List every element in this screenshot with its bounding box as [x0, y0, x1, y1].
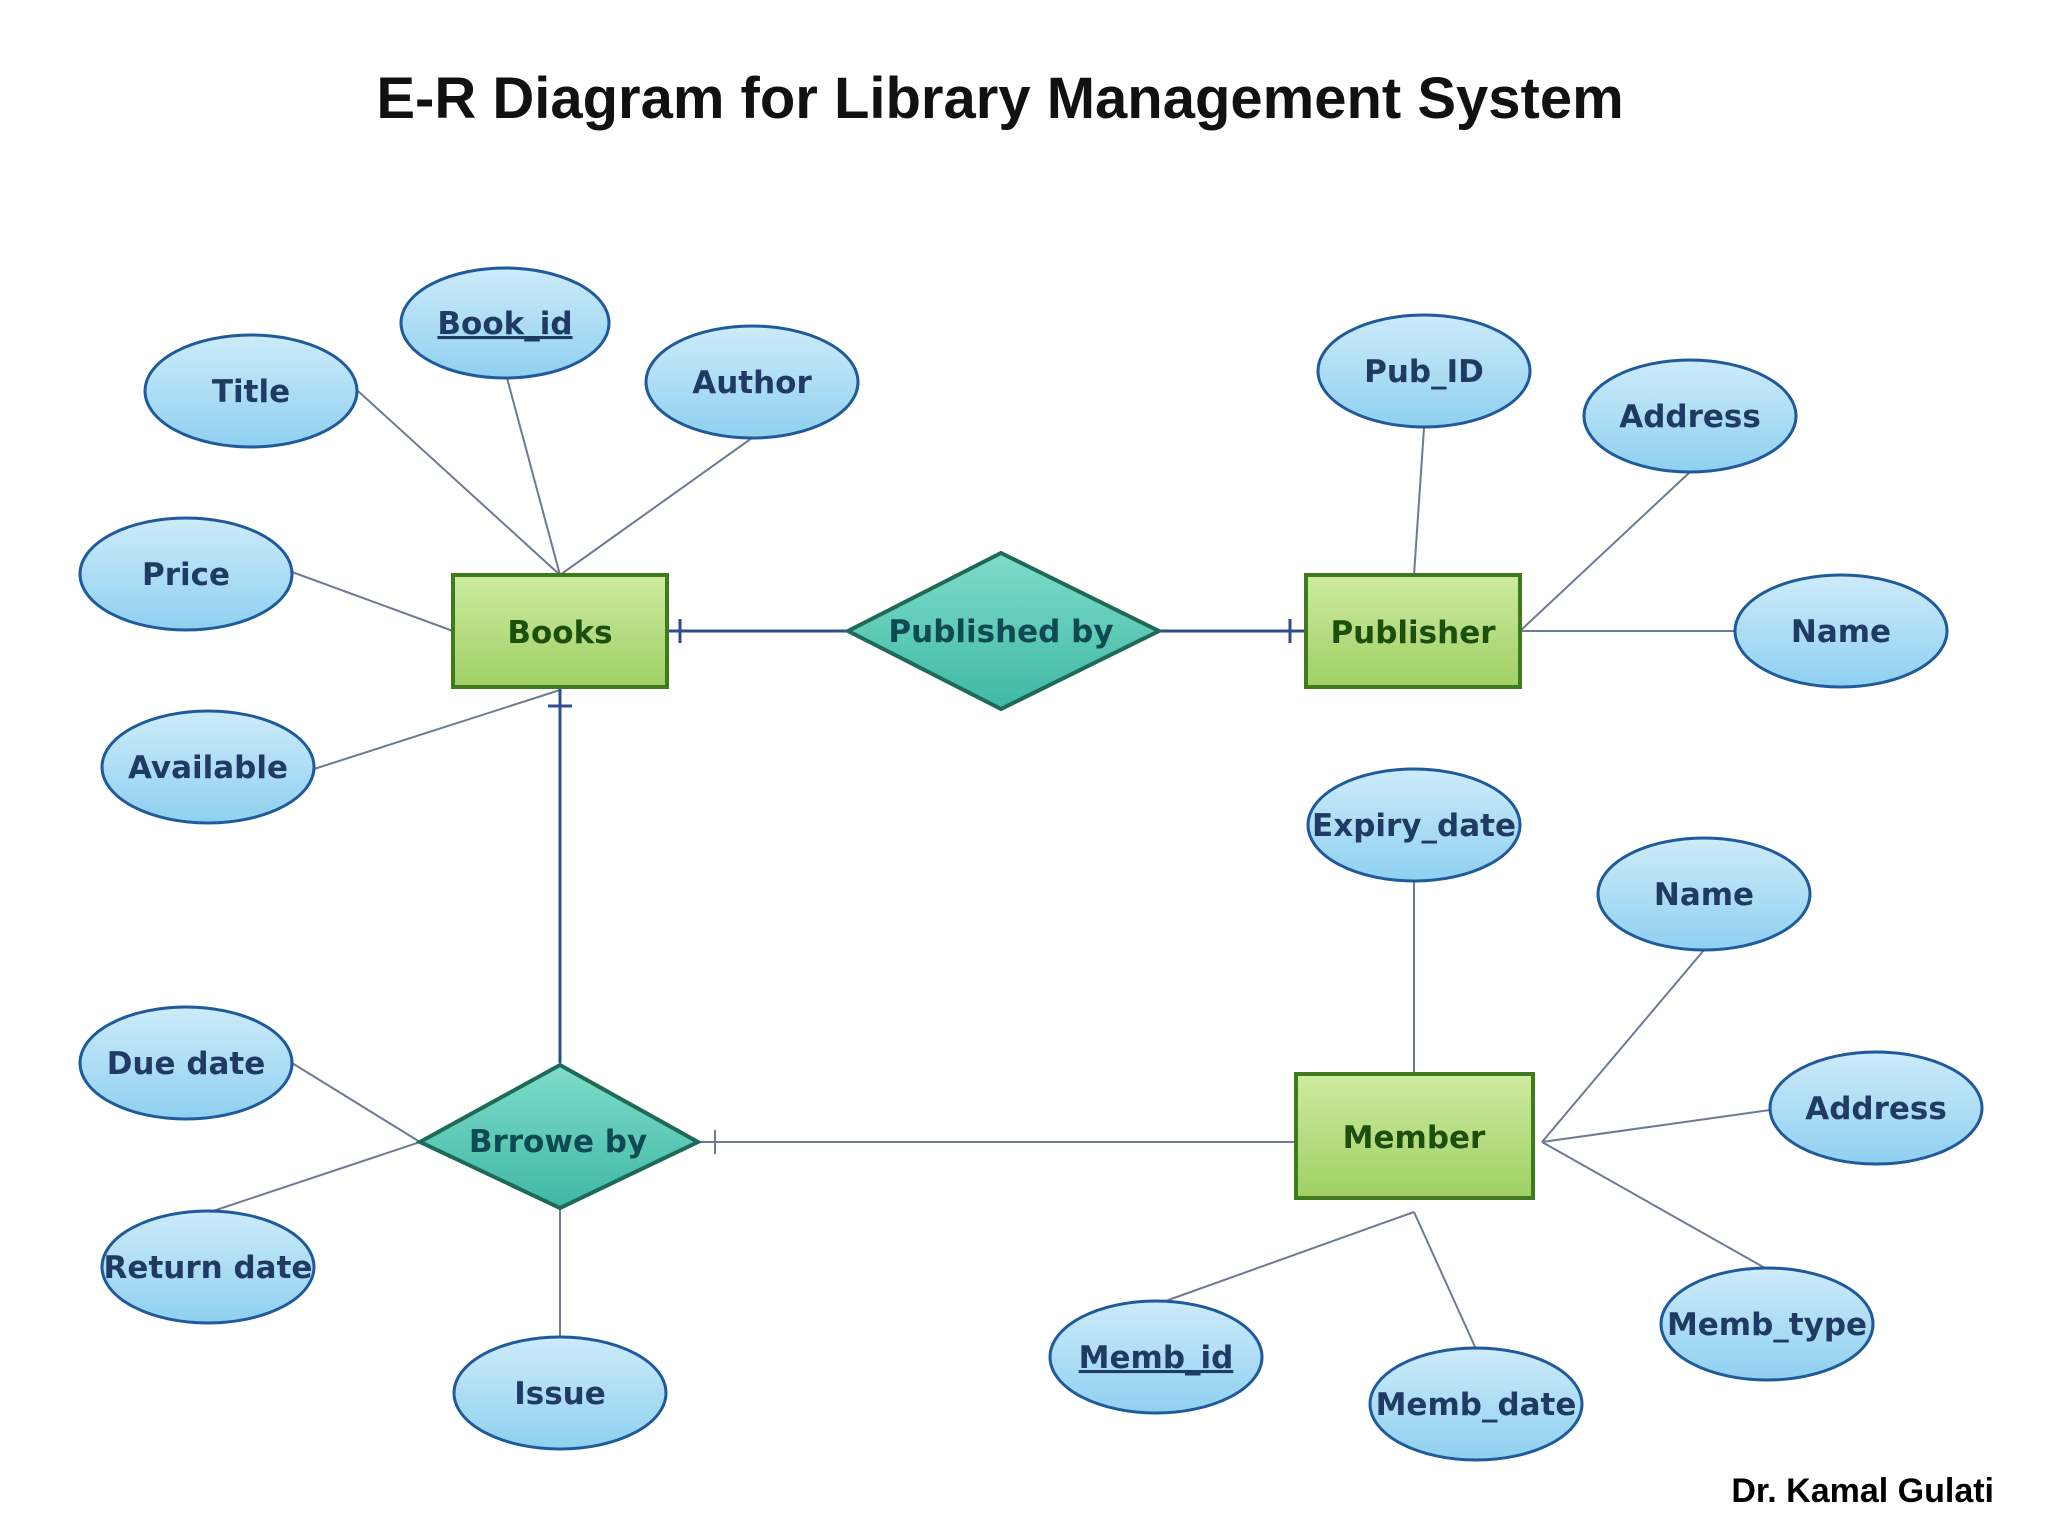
connector-member-memb-type	[1541, 1141, 1766, 1269]
entity-publisher-label: Publisher	[1330, 615, 1496, 651]
attribute-member-address[interactable]: Address	[1768, 1050, 1984, 1166]
attribute-return-date-label: Return date	[104, 1250, 313, 1286]
attribute-issue[interactable]: Issue	[452, 1335, 668, 1451]
relationship-published-by[interactable]: Published by	[843, 550, 1164, 712]
attribute-memb-id[interactable]: Memb_id	[1048, 1299, 1264, 1415]
relationship-brrowe-by[interactable]: Brrowe by	[415, 1062, 703, 1211]
attribute-expiry-date[interactable]: Expiry_date	[1306, 767, 1522, 883]
diagram-title: E-R Diagram for Library Management Syste…	[376, 66, 1623, 131]
attribute-title[interactable]: Title	[143, 333, 359, 449]
attribute-memb-type[interactable]: Memb_type	[1659, 1266, 1875, 1382]
relationship-published-by-label: Published by	[888, 614, 1113, 650]
connector-member-name	[1541, 949, 1705, 1143]
attribute-memb-date-label: Memb_date	[1376, 1387, 1577, 1423]
attribute-author[interactable]: Author	[644, 324, 860, 440]
connector-books-author	[559, 437, 753, 576]
attribute-book-id[interactable]: Book_id	[399, 266, 611, 380]
attribute-memb-type-label: Memb_type	[1667, 1307, 1867, 1343]
attribute-publisher-name-label: Name	[1791, 614, 1891, 650]
attribute-available[interactable]: Available	[100, 709, 316, 825]
attribute-price[interactable]: Price	[78, 516, 294, 632]
attribute-author-label: Author	[692, 365, 812, 401]
relationship-brrowe-by-label: Brrowe by	[469, 1124, 647, 1160]
attribute-expiry-date-label: Expiry_date	[1312, 808, 1516, 844]
connector-member-memb-date	[1413, 1211, 1477, 1350]
attribute-title-label: Title	[212, 374, 290, 410]
connector-books-book-id	[506, 377, 561, 576]
attribute-due-date[interactable]: Due date	[78, 1005, 294, 1121]
connector-books-title	[357, 390, 561, 576]
attribute-member-address-label: Address	[1805, 1091, 1947, 1127]
attribute-price-label: Price	[142, 557, 230, 593]
attribute-publisher-address-label: Address	[1619, 399, 1761, 435]
connector-books-price	[291, 571, 454, 632]
connector-member-memb-id	[1159, 1211, 1415, 1304]
attribute-publisher-address[interactable]: Address	[1582, 358, 1798, 474]
entity-books-label: Books	[507, 615, 612, 651]
attribute-member-name[interactable]: Name	[1596, 836, 1812, 952]
attribute-book-id-label: Book_id	[437, 306, 572, 342]
attribute-publisher-name[interactable]: Name	[1733, 573, 1949, 689]
attribute-pub-id[interactable]: Pub_ID	[1316, 313, 1532, 429]
attribute-return-date[interactable]: Return date	[100, 1209, 316, 1325]
connector-brrowe-due-date	[291, 1062, 421, 1143]
attribute-pub-id-label: Pub_ID	[1364, 354, 1484, 390]
attribute-member-name-label: Name	[1654, 877, 1754, 913]
author-credit: Dr. Kamal Gulati	[1731, 1472, 1994, 1510]
attribute-memb-date[interactable]: Memb_date	[1368, 1346, 1584, 1462]
entity-books[interactable]: Books	[451, 573, 669, 689]
connector-publisher-address	[1519, 471, 1691, 632]
attribute-due-date-label: Due date	[107, 1046, 266, 1082]
entity-member-label: Member	[1343, 1120, 1486, 1156]
connector-brrowe-return-date	[209, 1141, 421, 1213]
connector-publisher-pub-id	[1413, 427, 1425, 576]
attribute-memb-id-label: Memb_id	[1079, 1340, 1234, 1376]
entity-publisher[interactable]: Publisher	[1304, 573, 1522, 689]
connector-member-address	[1541, 1109, 1771, 1143]
connector-books-available	[313, 689, 561, 770]
attribute-available-label: Available	[128, 750, 288, 786]
entity-member[interactable]: Member	[1294, 1072, 1535, 1200]
attribute-issue-label: Issue	[514, 1376, 606, 1412]
